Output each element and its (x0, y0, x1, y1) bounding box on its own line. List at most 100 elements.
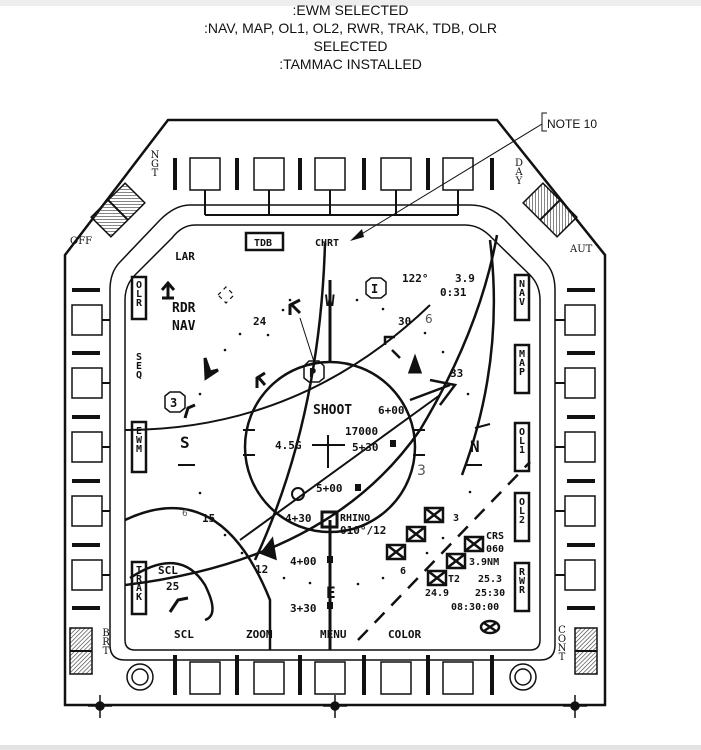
t2-value: 25.3 (478, 574, 502, 585)
heading-15: 15 (202, 512, 215, 525)
scale-label: SCL (158, 564, 178, 577)
time-530: 5+30 (352, 441, 379, 454)
top-button-row (173, 158, 494, 216)
scale-value: 25 (166, 580, 179, 593)
right-button-4[interactable] (564, 495, 596, 527)
waypoint-circle (291, 487, 305, 501)
rwr-option[interactable]: RWR (517, 567, 528, 594)
right-button-5[interactable] (564, 559, 596, 591)
threat-boxes (385, 506, 501, 635)
ownship-marker (320, 510, 339, 529)
ol2-option-box[interactable] (513, 491, 531, 543)
time-400: 4+00 (290, 555, 317, 568)
header-line-1: :EWM SELECTED (292, 2, 409, 18)
screen-outer (109, 204, 556, 661)
menu-option[interactable]: MENU (320, 628, 347, 641)
heading-w: W (325, 291, 335, 310)
thin-label-6b: 6 (182, 509, 188, 519)
left-knob[interactable] (126, 663, 154, 691)
trak-option-box[interactable] (130, 560, 148, 616)
left-button-3[interactable] (71, 431, 103, 463)
note-leader-line (354, 123, 543, 239)
map-option[interactable]: MAP (517, 349, 528, 376)
map-lines (124, 234, 531, 650)
note-bracket (541, 112, 547, 132)
right-button-3[interactable] (564, 431, 596, 463)
night-day-rocker-right[interactable] (522, 182, 578, 238)
bottom-button-row (173, 655, 494, 695)
left-button-5[interactable] (71, 559, 103, 591)
svg-text:I: I (371, 282, 378, 296)
seq-option[interactable]: SEQ (134, 352, 145, 380)
range-readout: 3.9 (455, 272, 475, 285)
value-24-9: 24.9 (425, 588, 449, 599)
heading-e: E (326, 583, 336, 602)
ol2-option[interactable]: OL2 (517, 497, 528, 524)
dots (198, 298, 472, 586)
zoom-option[interactable]: ZOOM (246, 628, 273, 641)
t2-label: T2 (448, 574, 460, 585)
svg-text:P: P (309, 366, 316, 380)
ewm-option-box[interactable] (130, 420, 148, 474)
map-option-box[interactable] (513, 343, 531, 395)
bottom-button-1[interactable] (189, 661, 221, 695)
color-option[interactable]: COLOR (388, 628, 421, 641)
nav-option[interactable]: NAV (517, 279, 528, 306)
night-day-rocker-left[interactable] (90, 182, 146, 238)
ewm-option[interactable]: EWM (134, 426, 145, 453)
distance-readout: 3.9NM (469, 557, 499, 568)
top-button-2[interactable] (253, 157, 285, 191)
left-button-2[interactable] (71, 367, 103, 399)
chrt-option[interactable]: CHRT (315, 238, 339, 249)
heading-24: 24 (253, 315, 267, 328)
symbol-3: 3 (164, 391, 186, 413)
note-arrowhead (350, 229, 364, 241)
top-button-5[interactable] (442, 157, 474, 191)
time-600: 6+00 (378, 404, 405, 417)
tdb-option-box[interactable] (244, 231, 285, 252)
rhino-data: 010°/12 (340, 524, 386, 537)
olr-option[interactable]: OLR (134, 280, 145, 307)
map-ticks (178, 423, 491, 468)
bottom-button-2[interactable] (253, 661, 285, 695)
left-button-4[interactable] (71, 495, 103, 527)
mount-points (88, 695, 587, 718)
tdb-option[interactable]: TDB (254, 238, 272, 249)
right-knob[interactable] (509, 663, 537, 691)
rdr-label: RDR (172, 301, 196, 316)
time-readout: 0:31 (440, 286, 467, 299)
brt-label: BRT (101, 628, 112, 655)
ol1-option-box[interactable] (513, 421, 531, 473)
brightness-rocker[interactable] (69, 627, 93, 675)
symbol-i: I (365, 277, 387, 299)
time-430: 4+30 (285, 512, 312, 525)
top-button-4[interactable] (380, 157, 412, 191)
top-button-3[interactable] (314, 157, 346, 191)
cont-label: CONT (557, 625, 568, 661)
right-button-2[interactable] (564, 367, 596, 399)
left-button-1[interactable] (71, 304, 103, 336)
clock-readout: 08:30:00 (451, 602, 499, 613)
g-load-readout: 4.5G (275, 439, 302, 452)
top-button-1[interactable] (189, 157, 221, 191)
aut-label: AUT (569, 244, 593, 255)
rwr-option-box[interactable] (513, 561, 531, 613)
bezel-outline (63, 118, 607, 707)
ol1-option[interactable]: OL1 (517, 427, 528, 454)
contrast-rocker[interactable] (574, 627, 598, 675)
scl-option[interactable]: SCL (174, 628, 194, 641)
right-button-1[interactable] (564, 304, 596, 336)
nav-label: NAV (172, 319, 196, 334)
day-label: DAY (514, 158, 525, 185)
olr-option-box[interactable] (130, 275, 148, 321)
thin-label-6: 6 (425, 312, 433, 326)
time-330: 3+30 (290, 602, 317, 615)
bottom-button-4[interactable] (380, 661, 412, 695)
bottom-button-3[interactable] (314, 661, 346, 695)
bottom-button-5[interactable] (442, 661, 474, 695)
crs-value: 060 (486, 544, 504, 555)
bearing-readout: 122° (402, 272, 429, 285)
nav-option-box[interactable] (513, 273, 531, 322)
header-line-2: :NAV, MAP, OL1, OL2, RWR, TRAK, TDB, OLR (203, 20, 498, 36)
